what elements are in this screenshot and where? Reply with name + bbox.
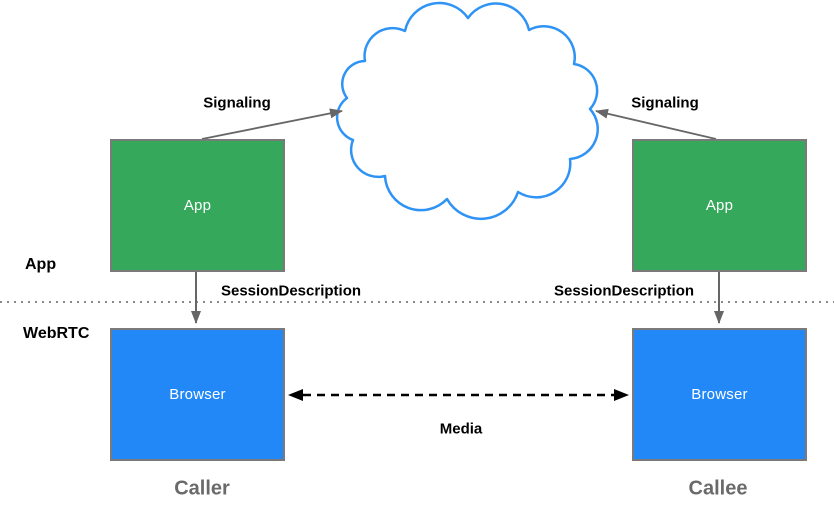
callee-browser-box-label: Browser (691, 386, 748, 403)
media-arrowhead-left (288, 389, 303, 401)
media-label: Media (439, 420, 483, 438)
media-arrowhead-right (614, 389, 629, 401)
app-layer-label: App (25, 256, 57, 273)
session-description-label-right: SessionDescription (553, 282, 695, 300)
cloud-shape (335, 1, 599, 221)
callee-browser-box: Browser (632, 328, 807, 461)
signaling-label-left: Signaling (203, 94, 271, 112)
caller-browser-box: Browser (110, 328, 285, 461)
signaling-arrow-right (595, 108, 717, 140)
session-description-label-left: SessionDescription (220, 282, 362, 300)
webrtc-layer-label: WebRTC (23, 325, 90, 342)
callee-app-box: App (632, 139, 807, 272)
callee-caption: Callee (688, 477, 748, 500)
caller-caption: Caller (174, 477, 230, 500)
caller-app-box-label: App (183, 197, 212, 214)
signaling-arrow-left (201, 108, 343, 140)
signaling-label-right: Signaling (631, 94, 699, 112)
caller-app-box: App (110, 139, 285, 272)
callee-app-box-label: App (705, 197, 734, 214)
caller-browser-box-label: Browser (169, 386, 226, 403)
